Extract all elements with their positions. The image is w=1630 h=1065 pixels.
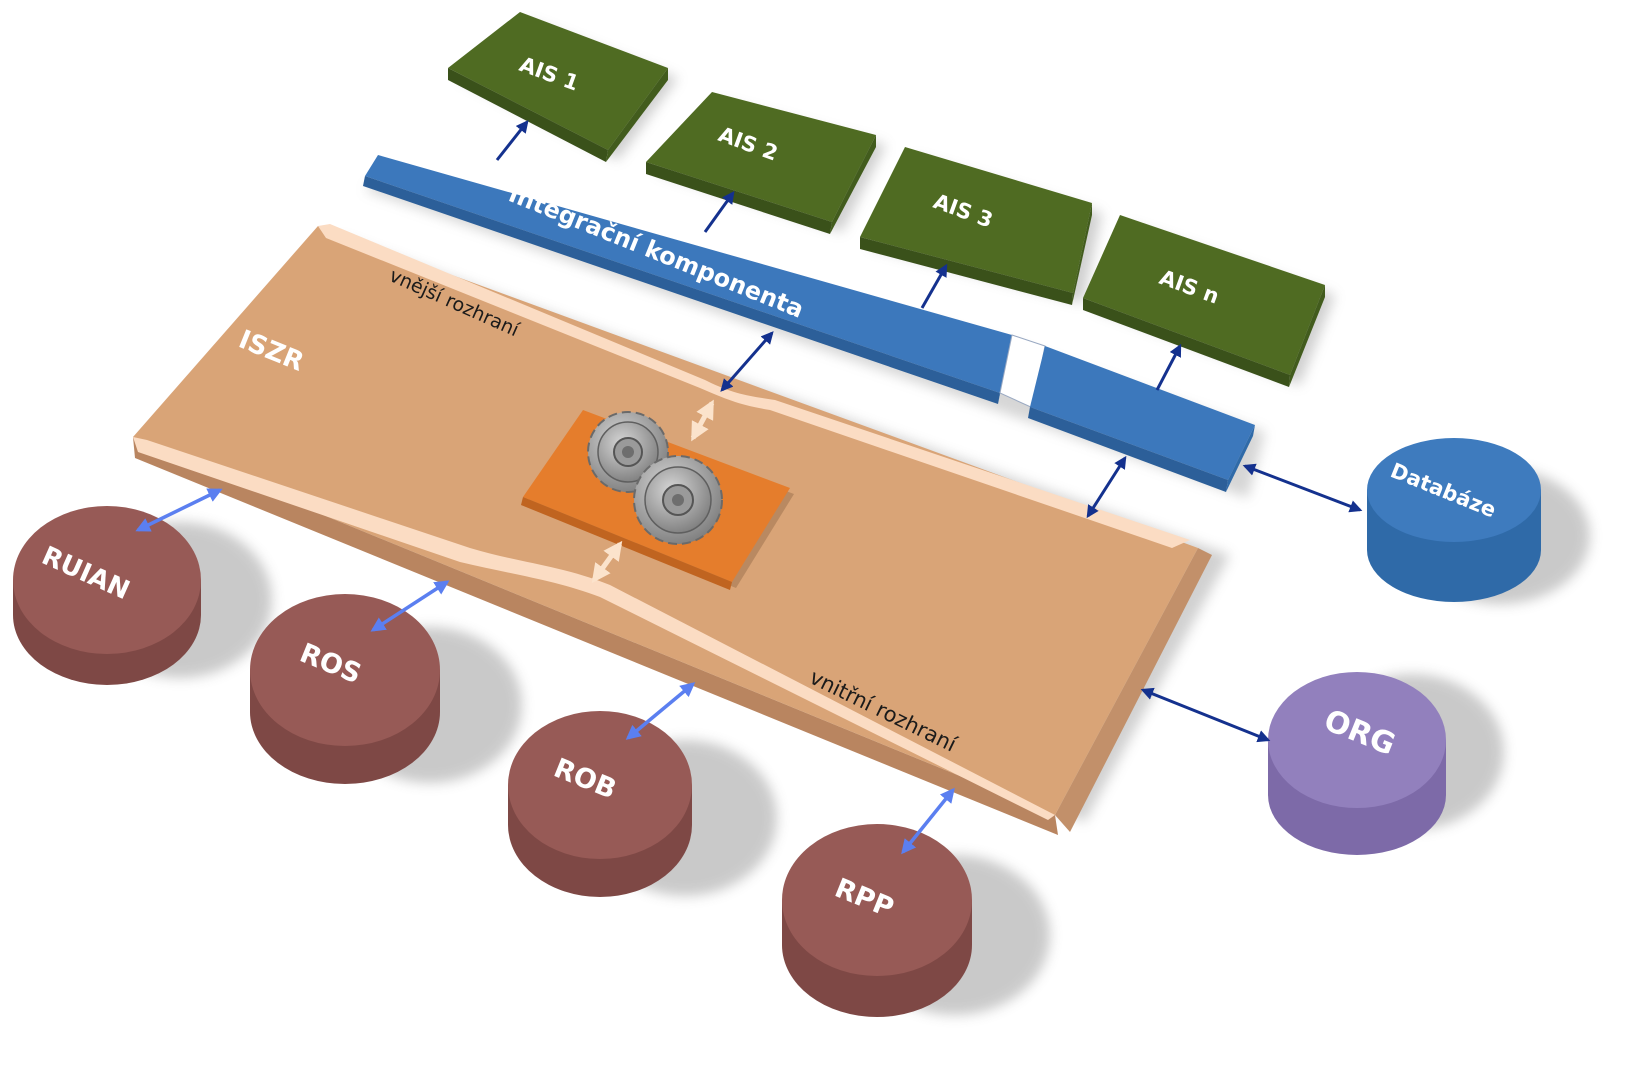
- arrow-to-ais-n: [1155, 343, 1182, 391]
- org-cylinder: [1268, 672, 1504, 855]
- arrow-iszr-org: [1140, 687, 1271, 743]
- arrow-iszr-ruian: [135, 488, 223, 532]
- registry-cylinder-ruian: [13, 506, 272, 685]
- inner-interface-strip: [133, 437, 1055, 820]
- arrow-iszr-integration: [720, 331, 774, 392]
- ais-box-2: [646, 92, 886, 234]
- arrow-to-ais-2: [703, 190, 735, 233]
- arrow-integration-database: [1242, 463, 1363, 513]
- ais-box-1: [448, 12, 678, 162]
- database-cylinder: [1367, 438, 1590, 604]
- registry-cylinder-rob: [508, 711, 777, 897]
- arrow-iszr-ros: [370, 580, 450, 632]
- arrow-iszr-rpp: [901, 787, 955, 855]
- registry-cylinder-ros: [250, 594, 522, 784]
- integration-component: [363, 155, 1265, 498]
- arrow-iszr-integration-right: [1086, 455, 1127, 519]
- registry-cylinder-rpp: [782, 824, 1050, 1017]
- core-outer-arrow: [690, 399, 715, 442]
- ais-box-3: [860, 147, 1102, 305]
- arrow-iszr-rob: [625, 682, 696, 740]
- gears-icon: [587, 411, 723, 545]
- core-inner-arrow: [591, 540, 623, 584]
- ais-box-n: [1083, 215, 1335, 387]
- outer-interface-strip: [318, 224, 1190, 548]
- arrow-to-ais-1: [495, 120, 529, 161]
- arrow-to-ais-3: [920, 263, 948, 309]
